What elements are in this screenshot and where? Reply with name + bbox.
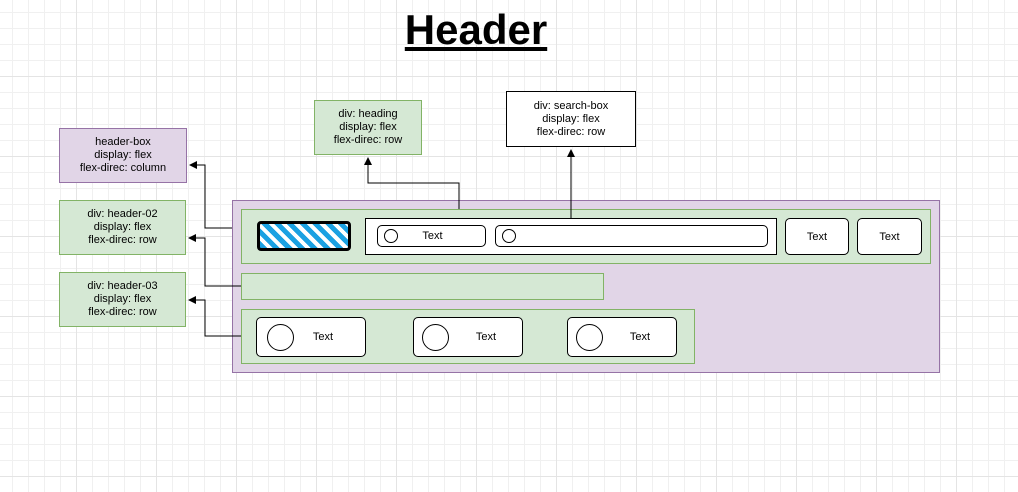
arrow-heading (364, 157, 460, 209)
label-line: flex-direc: row (333, 134, 403, 146)
nav-item[interactable]: Text (413, 317, 523, 357)
search-pill[interactable]: Text (377, 225, 486, 247)
label-line: display: flex (542, 112, 600, 125)
logo-placeholder (257, 221, 351, 251)
search-icon (502, 229, 516, 243)
nav-item[interactable]: Text (567, 317, 677, 357)
label-line: display: flex (339, 121, 397, 133)
search-pill-text: Text (422, 230, 443, 242)
circle-icon (576, 324, 603, 351)
label-line: flex-direc: row (88, 306, 157, 318)
label-line: display: flex (93, 293, 152, 305)
label-header-box: header-box display: flex flex-direc: col… (59, 128, 187, 183)
label-heading: div: heading display: flex flex-direc: r… (314, 100, 422, 155)
button-1-label: Text (806, 230, 828, 243)
label-line: flex-direc: column (79, 162, 167, 174)
label-line: display: flex (93, 221, 152, 233)
label-line: flex-direc: row (536, 125, 606, 138)
label-line: div: heading (338, 108, 398, 120)
label-header-02: div: header-02 display: flex flex-direc:… (59, 200, 186, 255)
nav-item-label: Text (312, 331, 334, 343)
arrow-header-02 (188, 234, 241, 287)
circle-icon (384, 229, 398, 243)
arrow-header-03 (188, 296, 241, 337)
label-line: display: flex (94, 149, 152, 161)
row-2-container (241, 273, 604, 300)
label-line: header-box (95, 136, 151, 148)
label-line: div: search-box (533, 99, 609, 112)
nav-item[interactable]: Text (256, 317, 366, 357)
nav-item-label: Text (629, 331, 651, 343)
button-2-label: Text (879, 230, 900, 243)
button-1[interactable]: Text (785, 218, 849, 255)
label-line: div: header-02 (87, 208, 158, 220)
nav-item-label: Text (475, 331, 497, 343)
label-line: div: header-03 (87, 280, 158, 292)
label-search-box: div: search-box display: flex flex-direc… (506, 91, 636, 147)
button-2[interactable]: Text (857, 218, 922, 255)
circle-icon (267, 324, 294, 351)
diagram-title: Header (404, 6, 548, 53)
circle-icon (422, 324, 449, 351)
search-input[interactable] (495, 225, 768, 247)
label-line: flex-direc: row (88, 234, 157, 246)
arrow-header-box (189, 161, 232, 229)
label-header-03: div: header-03 display: flex flex-direc:… (59, 272, 186, 327)
